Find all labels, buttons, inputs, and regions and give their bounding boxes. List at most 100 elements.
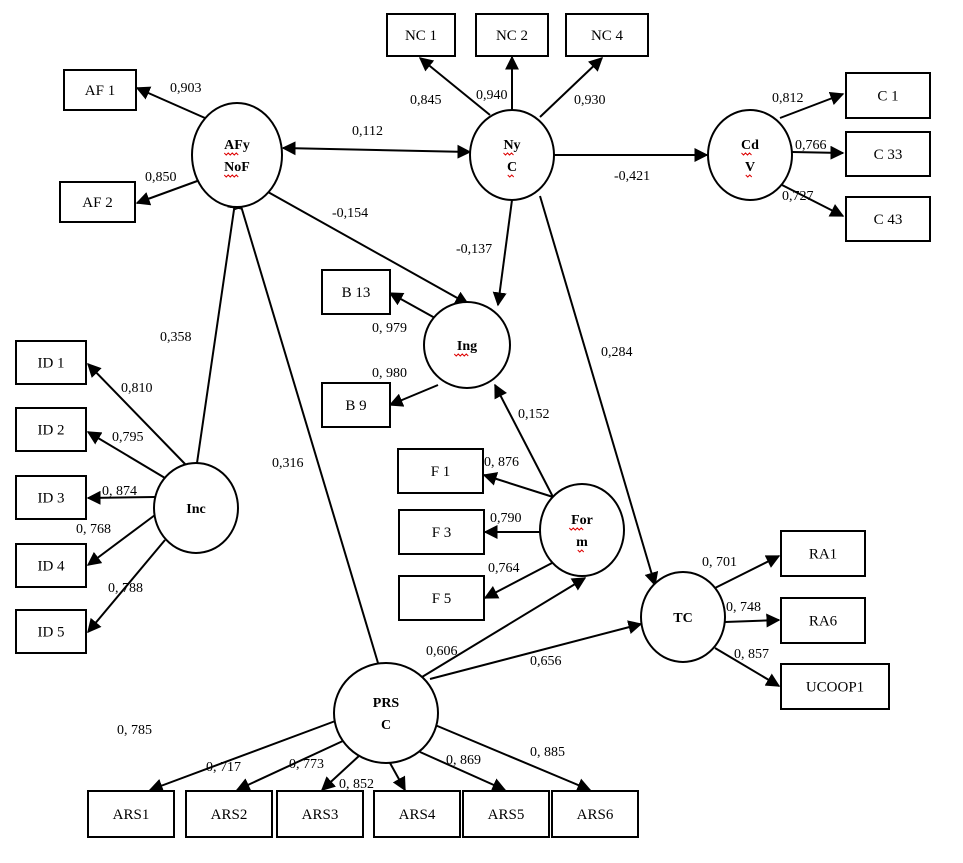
indicator-label: F 5 (432, 591, 452, 607)
indicator-label: NC 1 (405, 28, 437, 44)
indicator-ARS5: ARS5 (462, 790, 550, 838)
latent-label: TC (673, 611, 692, 626)
indicator-box (780, 530, 866, 577)
indicator-ID3: ID 3 (15, 475, 87, 520)
spellcheck-underline (577, 549, 585, 553)
indicator-ARS4: ARS4 (373, 790, 461, 838)
path-arrow-CdV-C33 (791, 145, 845, 160)
path-coefficient-Form-F5: 0,764 (488, 561, 520, 576)
path-coefficient-TC-UCOOP1: 0, 857 (734, 647, 769, 662)
latent-label: PRS (373, 696, 400, 711)
path-arrow-PRSC-AFyNoF (234, 194, 379, 664)
path-arrow-Ing-B13 (388, 292, 436, 319)
indicator-ARS2: ARS2 (185, 790, 273, 838)
indicator-label: AF 1 (85, 83, 115, 99)
indicator-C33: C 33 (845, 131, 931, 177)
latent-label: Ing (457, 339, 477, 354)
path-coefficient-Inc-ID2: 0,795 (112, 430, 144, 445)
indicator-C1: C 1 (845, 72, 931, 119)
indicator-F1: F 1 (397, 448, 484, 494)
indicator-ARS6: ARS6 (551, 790, 639, 838)
path-arrow-AFyNoF-AF2 (135, 179, 201, 206)
path-arrow-NyC-Ing (492, 199, 513, 307)
indicator-label: ID 4 (37, 559, 65, 575)
path-coefficient-PRSC-ARS4: 0, 852 (339, 777, 374, 792)
indicator-label: RA6 (809, 614, 838, 630)
indicator-label: ARS4 (399, 807, 436, 823)
indicator-ID2: ID 2 (15, 407, 87, 452)
path-coefficient-NyC-NC2: 0,940 (476, 88, 508, 103)
path-arrow-PRSC-Form (421, 577, 587, 678)
path-coefficient-NyC-AFyNoF: 0,112 (352, 124, 383, 139)
indicator-ID4: ID 4 (15, 543, 87, 588)
indicator-box (373, 790, 461, 838)
indicator-label: ID 3 (37, 491, 64, 507)
path-coefficient-Inc-ID1: 0,810 (121, 381, 153, 396)
indicator-box (321, 382, 391, 428)
path-arrow-Inc-ID3 (86, 490, 156, 505)
path-coefficient-Form-F3: 0,790 (490, 511, 522, 526)
latent-ellipse (191, 102, 283, 208)
path-arrow-TC-RA6 (724, 613, 781, 628)
path-coefficient-Form-F1: 0, 876 (484, 455, 519, 470)
latent-ellipse (469, 109, 555, 201)
path-arrow-Inc-ID1 (87, 362, 187, 466)
indicator-label: ARS3 (302, 807, 339, 823)
latent-label: Ny (503, 138, 520, 153)
latent-TC: TC (640, 571, 726, 663)
path-coefficient-AFyNoF-AF2: 0,850 (145, 170, 177, 185)
latent-label: C (381, 718, 391, 733)
indicator-label: C 33 (874, 147, 903, 163)
path-coefficient-PRSC-ARS5: 0, 869 (446, 753, 481, 768)
path-arrow-NyC-NC1 (418, 57, 491, 116)
latent-ellipse (707, 109, 793, 201)
path-arrow-CdV-C1 (779, 91, 845, 119)
latent-Inc: Inc (153, 462, 239, 554)
path-arrow-TC-UCOOP1 (714, 647, 781, 687)
path-coefficient-PRSC-ARS1: 0, 785 (117, 723, 152, 738)
latent-label: Cd (741, 138, 759, 153)
path-coefficient-PRSC-AFyNoF: 0,316 (272, 456, 304, 471)
latent-ellipse (333, 662, 439, 764)
indicator-label: C 1 (877, 89, 898, 105)
path-coefficient-NyC-TC: 0,284 (601, 345, 633, 360)
indicator-RA1: RA1 (780, 530, 866, 577)
path-arrow-PRSC-TC (429, 620, 643, 680)
latent-label: C (507, 160, 517, 175)
indicator-NC2: NC 2 (475, 13, 549, 57)
path-coefficient-AFyNoF-AF1: 0,903 (170, 81, 202, 96)
path-coefficient-Inc-AFyNoF: 0,358 (160, 330, 192, 345)
indicator-box (475, 13, 549, 57)
spellcheck-underline (507, 174, 515, 178)
indicator-box (551, 790, 639, 838)
spellcheck-underline (503, 152, 514, 156)
path-coefficient-NyC-Ing: -0,137 (456, 242, 492, 257)
latent-label: Inc (186, 502, 205, 517)
latent-ellipse (153, 462, 239, 554)
path-coefficient-Form-Ing: 0,152 (518, 407, 550, 422)
indicator-box (780, 597, 866, 644)
latent-ellipse (423, 301, 511, 389)
path-arrow-PRSC-ARS6 (434, 724, 592, 792)
indicator-box (845, 196, 931, 242)
indicator-box (59, 181, 136, 223)
path-coefficient-NyC-NC1: 0,845 (410, 93, 442, 108)
path-coefficient-NyC-NC4: 0,930 (574, 93, 606, 108)
indicator-ID5: ID 5 (15, 609, 87, 654)
indicator-label: F 1 (431, 464, 451, 480)
indicator-label: RA1 (809, 547, 837, 563)
indicator-label: B 13 (342, 285, 371, 301)
indicator-label: NC 4 (591, 28, 624, 44)
indicator-box (87, 790, 175, 838)
spellcheck-underline (568, 527, 584, 531)
indicator-NC1: NC 1 (386, 13, 456, 57)
path-coefficient-AFyNoF-Ing: -0,154 (332, 206, 368, 221)
indicator-NC4: NC 4 (565, 13, 649, 57)
path-coefficient-CdV-C43: 0,727 (782, 189, 814, 204)
path-coefficient-Inc-ID3: 0, 874 (102, 484, 137, 499)
path-coefficient-PRSC-Form: 0,606 (426, 644, 458, 659)
path-coefficient-NyC-CdV: -0,421 (614, 169, 650, 184)
indicator-box (15, 407, 87, 452)
